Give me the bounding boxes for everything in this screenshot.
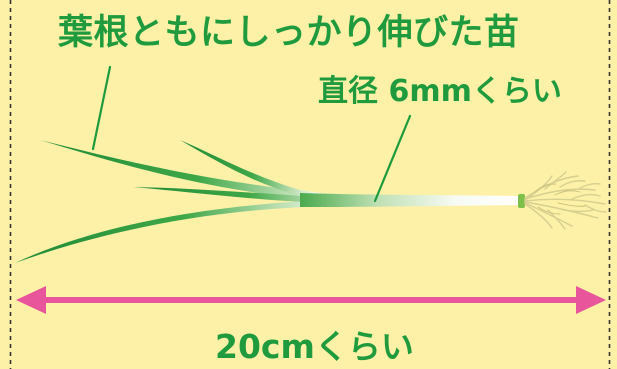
double-headed-arrow-icon [16, 286, 606, 314]
diameter-leader-line [373, 114, 412, 203]
seedling-caption: 葉根ともにしっかり伸びた苗 [58, 13, 520, 53]
diameter-caption: 直径 6mmくらい [318, 74, 562, 109]
length-caption: 20cmくらい [215, 327, 414, 366]
root-fibers [534, 183, 586, 215]
green-onion-seedling-icon [15, 140, 607, 263]
roots [524, 171, 607, 230]
lower-leaf [15, 199, 390, 263]
root-base [518, 194, 525, 208]
seedling-leader-line [91, 65, 112, 151]
white-stem [300, 193, 522, 207]
